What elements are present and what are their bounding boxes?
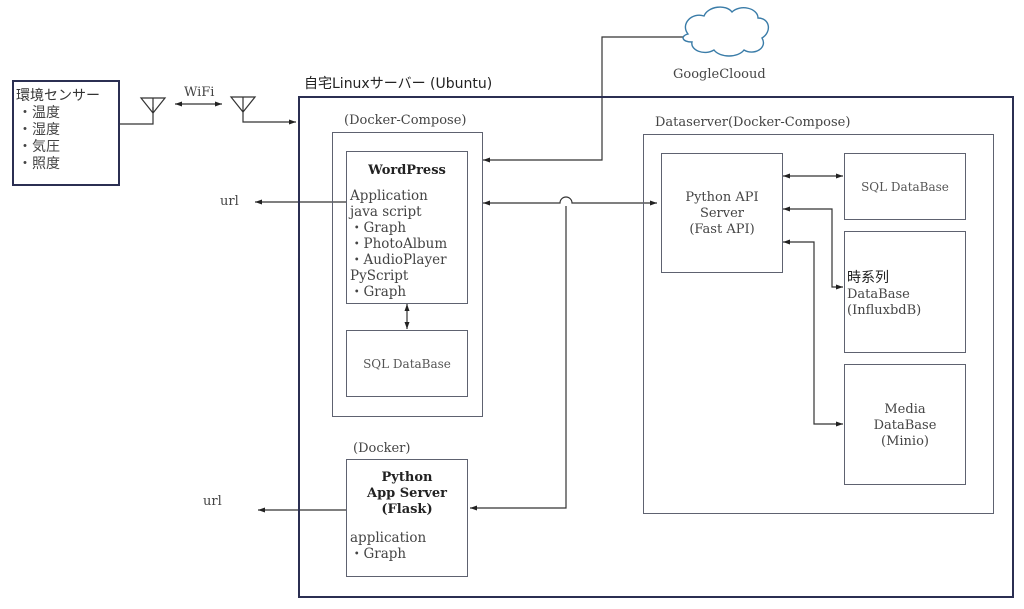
linux-server-box: [298, 96, 1014, 598]
antenna-icon: [229, 96, 257, 113]
url-label: url: [220, 194, 239, 209]
ds-sql-label: SQL DataBase: [861, 180, 949, 194]
wordpress-title: WordPress: [368, 163, 446, 178]
media-line: DataBase: [873, 418, 937, 433]
wp-compose-box: [332, 132, 483, 417]
flask-line: ・Graph: [350, 546, 407, 562]
server-title: 自宅Linuxサーバー (Ubuntu): [304, 76, 493, 92]
sensor-box: 環境センサー ・温度 ・湿度 ・気圧 ・照度: [12, 80, 120, 186]
cloud-icon: [682, 6, 769, 57]
sensor-item: ・照度: [18, 156, 60, 172]
influx-line: 時系列: [847, 270, 889, 286]
antenna-icon: [139, 97, 167, 114]
api-server-box: Python API Server (Fast API): [661, 153, 783, 273]
flask-box: Python App Server (Flask) application ・G…: [346, 459, 468, 577]
media-box: Media DataBase (Minio): [844, 364, 966, 485]
wifi-label: WiFi: [184, 85, 215, 100]
flask-title: Python: [381, 470, 433, 485]
flask-title: (Flask): [381, 502, 433, 517]
wp-line: ・Graph: [350, 284, 407, 300]
wp-sql-box: SQL DataBase: [346, 330, 468, 397]
wordpress-box: WordPress Application java script ・Graph…: [346, 151, 468, 304]
wp-line: ・AudioPlayer: [350, 252, 447, 268]
flask-group-label: (Docker): [353, 441, 411, 456]
wp-group-label: (Docker-Compose): [344, 113, 467, 128]
influx-line: (InfluxbdB): [847, 303, 922, 318]
cloud-label: GoogleClooud: [673, 67, 766, 82]
url-label: url: [203, 494, 222, 509]
flask-title: App Server: [367, 486, 447, 501]
api-title: Server: [699, 206, 745, 221]
media-line: (Minio): [881, 434, 929, 449]
flask-line: application: [350, 530, 427, 546]
dataserver-label: Dataserver(Docker-Compose): [655, 115, 851, 130]
sensor-item: ・温度: [18, 105, 60, 121]
api-title: (Fast API): [689, 222, 755, 237]
sensor-antenna-line: [120, 107, 154, 125]
wp-line: ・PhotoAlbum: [350, 236, 448, 252]
wp-line: ・Graph: [350, 220, 407, 236]
influx-line: DataBase: [847, 287, 910, 302]
influx-box: 時系列 DataBase (InfluxbdB): [844, 231, 966, 353]
wp-line: PyScript: [350, 268, 409, 284]
wp-sql-label: SQL DataBase: [363, 357, 451, 371]
api-title: Python API: [685, 190, 759, 205]
dataserver-compose-box: [643, 134, 994, 514]
sensor-item: ・湿度: [18, 122, 60, 138]
media-line: Media: [884, 402, 926, 417]
sensor-title: 環境センサー: [16, 88, 100, 104]
ds-sql-box: SQL DataBase: [844, 153, 966, 220]
wp-line: java script: [350, 204, 422, 220]
sensor-item: ・気圧: [18, 139, 60, 155]
wp-line: Application: [350, 188, 428, 204]
antenna-server-line: [242, 112, 296, 125]
